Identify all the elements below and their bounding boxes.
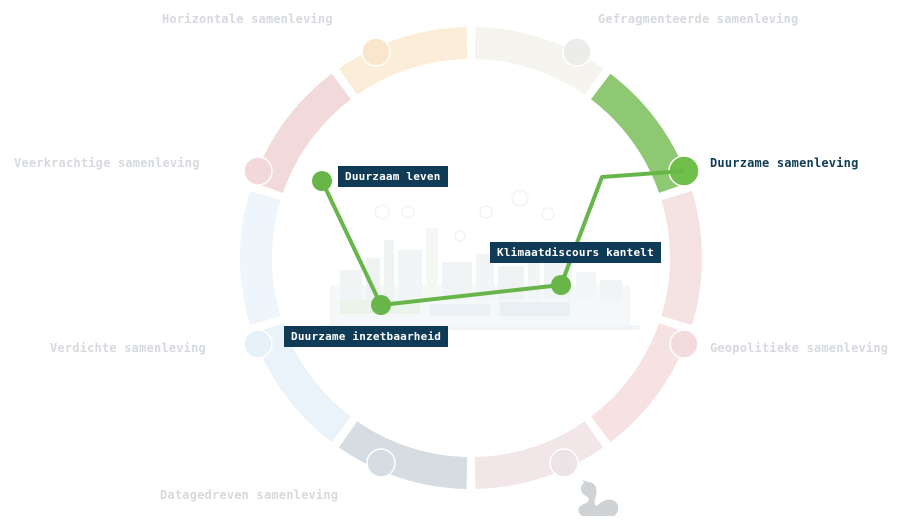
ring-segment[interactable] bbox=[338, 421, 468, 489]
scenario-node[interactable] bbox=[361, 37, 391, 67]
scenario-node[interactable] bbox=[366, 448, 396, 478]
ring-segment[interactable] bbox=[239, 190, 281, 326]
scenario-node[interactable] bbox=[243, 329, 273, 359]
scenario-node[interactable] bbox=[562, 37, 592, 67]
ring-segment[interactable] bbox=[252, 73, 351, 193]
path-node[interactable] bbox=[551, 275, 571, 295]
swan-logo-icon bbox=[578, 480, 619, 516]
scenario-label-veerkrachtig[interactable]: Veerkrachtige samenleving bbox=[14, 156, 200, 170]
ring-segment[interactable] bbox=[591, 323, 690, 443]
path-node[interactable] bbox=[371, 295, 391, 315]
path-label-klimaatdiscours-kantelt[interactable]: Klimaatdiscours kantelt bbox=[490, 242, 661, 263]
scenario-node[interactable] bbox=[243, 156, 273, 186]
scenario-label-duurzaam[interactable]: Duurzame samenleving bbox=[710, 156, 859, 170]
ring-segment[interactable] bbox=[661, 190, 702, 326]
scenario-label-verdicht[interactable]: Verdichte samenleving bbox=[50, 341, 206, 355]
scenario-label-datagedreven[interactable]: Datagedreven samenleving bbox=[160, 488, 339, 502]
path-label-duurzaam-leven[interactable]: Duurzaam leven bbox=[338, 166, 448, 187]
path-node[interactable] bbox=[312, 171, 332, 191]
path-label-duurzame-inzetbaarheid[interactable]: Duurzame inzetbaarheid bbox=[284, 326, 449, 347]
ring-segment[interactable] bbox=[252, 323, 351, 443]
ring-segment[interactable] bbox=[338, 27, 468, 95]
scenario-node[interactable] bbox=[549, 448, 579, 478]
scenario-label-horizontaal[interactable]: Horizontale samenleving bbox=[162, 12, 333, 26]
ring-segment[interactable] bbox=[474, 421, 604, 489]
ring-segment[interactable] bbox=[474, 27, 604, 95]
scenario-node[interactable] bbox=[669, 329, 699, 359]
scenario-label-geopolitiek[interactable]: Geopolitieke samenleving bbox=[710, 341, 889, 355]
scenario-label-gefragmenteerd[interactable]: Gefragmenteerde samenleving bbox=[598, 12, 799, 26]
ring-segment[interactable] bbox=[591, 73, 690, 193]
